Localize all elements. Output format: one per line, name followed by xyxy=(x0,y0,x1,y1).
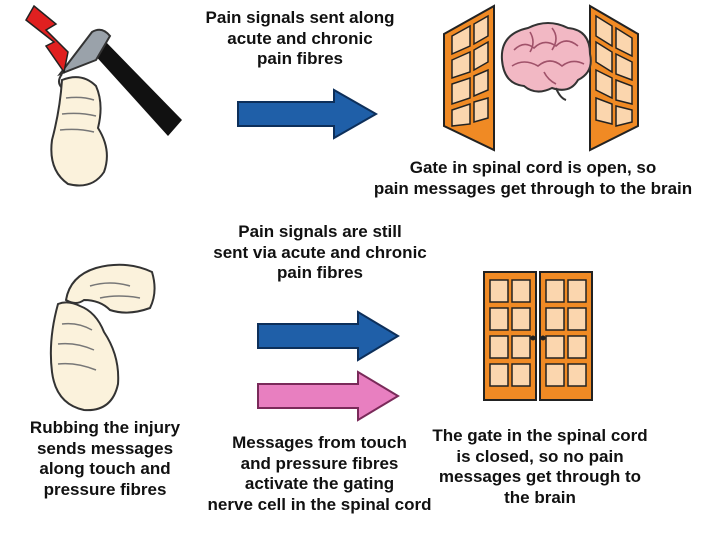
caption-line: pain fibres xyxy=(257,49,343,69)
caption-line: activate the gating xyxy=(244,474,395,494)
lightning-icon xyxy=(25,4,69,74)
touch-pressure-arrow xyxy=(257,370,400,422)
caption-line: Gate in spinal cord is open, so xyxy=(409,158,657,177)
caption-line: pressure fibres xyxy=(43,480,167,500)
hammer-handle xyxy=(92,40,182,136)
caption-line: pain fibres xyxy=(277,263,363,283)
brain-icon xyxy=(500,22,592,101)
caption-line: sends messages xyxy=(36,438,174,458)
caption-line: Rubbing the injury xyxy=(29,418,181,437)
caption-line: is closed, so no pain xyxy=(456,446,624,466)
open-gate-icon xyxy=(443,4,639,152)
caption-line: Pain signals sent along xyxy=(205,8,395,27)
caption-line: along touch and xyxy=(39,459,171,479)
caption-line: Pain signals are still xyxy=(238,222,402,241)
rubbing-caption: Rubbing the injury sends messages along … xyxy=(10,418,200,501)
caption-line: acute and chronic xyxy=(227,28,373,48)
hammer-hand xyxy=(50,76,108,187)
caption-line: nerve cell in the spinal cord xyxy=(207,495,432,515)
open-gate-caption: Gate in spinal cord is open, so pain mes… xyxy=(348,158,718,199)
caption-line: sent via acute and chronic xyxy=(213,242,427,262)
hammer-head xyxy=(57,28,112,77)
closed-gate-caption: The gate in the spinal cord is closed, s… xyxy=(410,426,670,509)
rubbing-hand-icon xyxy=(49,263,156,412)
caption-line: The gate in the spinal cord xyxy=(432,426,648,445)
caption-line: the brain xyxy=(504,488,576,508)
rubbing-lower-hand xyxy=(49,301,120,412)
bottom-pain-signal-caption: Pain signals are still sent via acute an… xyxy=(190,222,450,284)
caption-line: and pressure fibres xyxy=(240,453,399,473)
bottom-pain-arrow xyxy=(257,310,400,362)
hammer-hand-icon xyxy=(50,28,182,187)
top-pain-arrow xyxy=(237,88,379,140)
caption-line: messages get through to xyxy=(438,467,642,487)
rubbing-upper-hand xyxy=(64,263,156,314)
caption-line: Messages from touch xyxy=(232,433,407,452)
caption-line: pain messages get through to the brain xyxy=(373,178,693,198)
top-pain-signal-caption: Pain signals sent along acute and chroni… xyxy=(170,8,430,70)
closed-gate-icon xyxy=(483,271,593,401)
touch-pressure-caption: Messages from touch and pressure fibres … xyxy=(192,433,447,516)
